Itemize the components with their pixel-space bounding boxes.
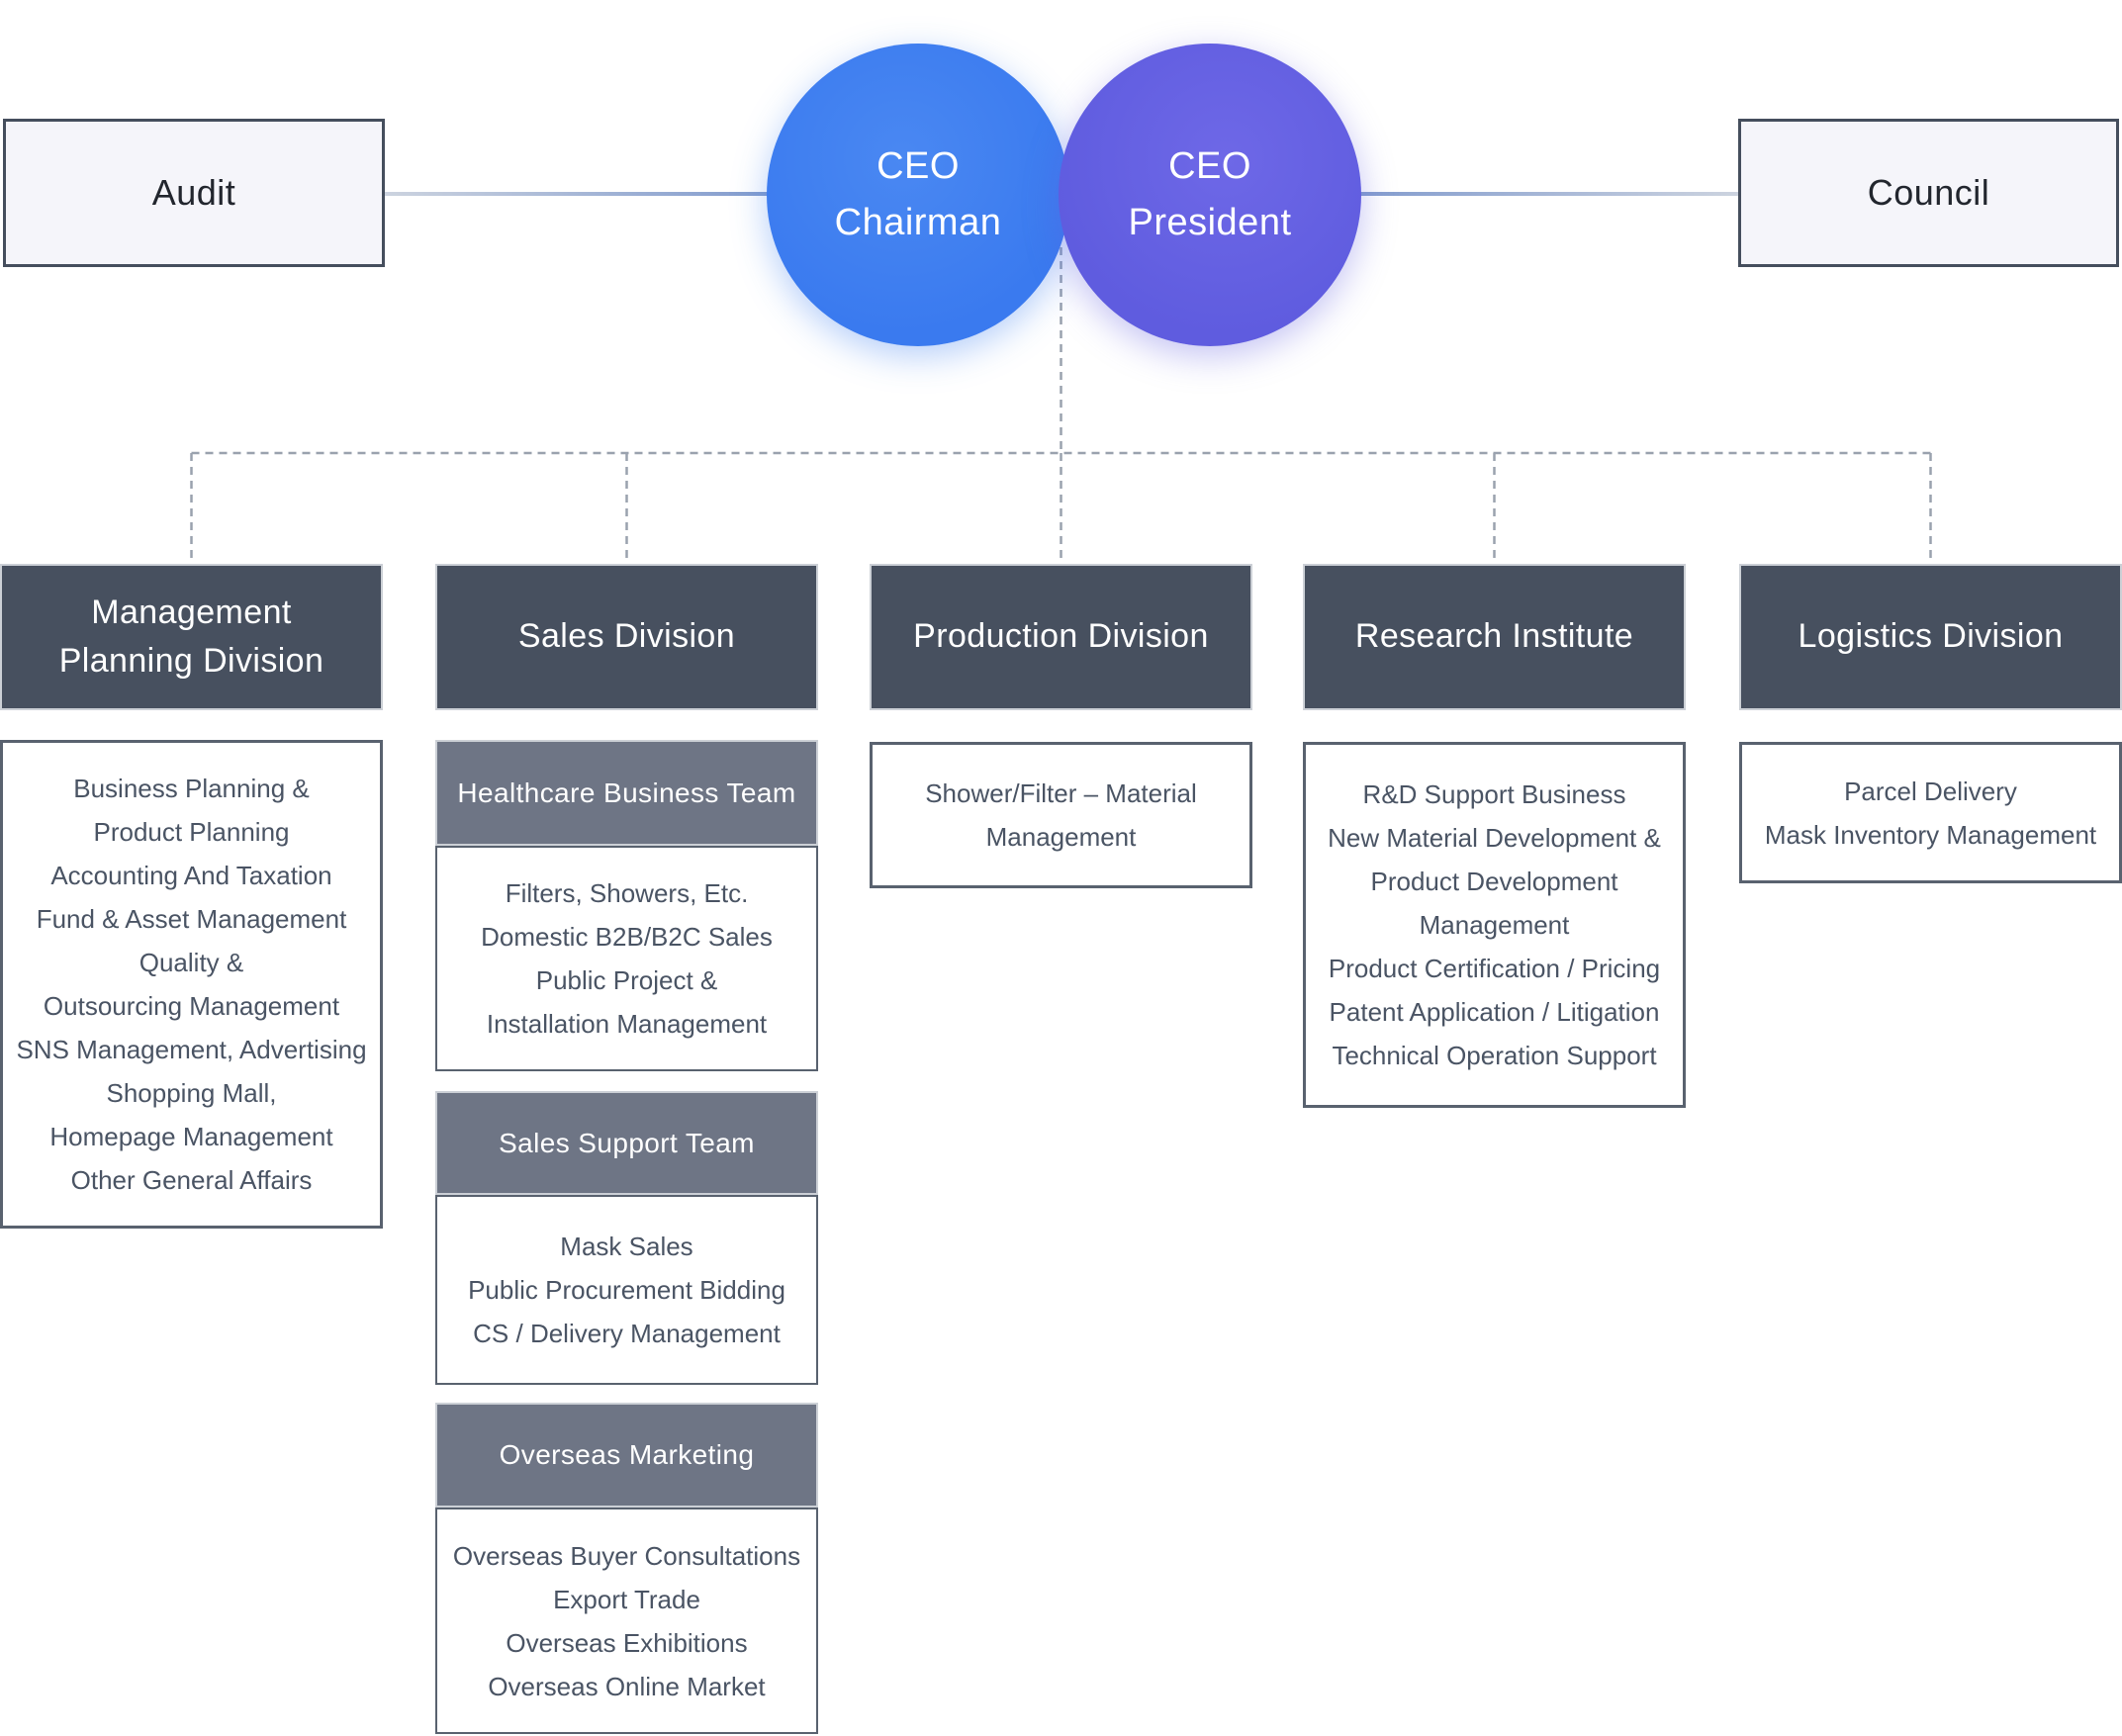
division-header-production: Production Division [870, 564, 1252, 710]
division-title: Management Planning Division [58, 593, 324, 680]
detail-line: Homepage Management [49, 1122, 333, 1151]
ceo-president-title: CEO [1168, 145, 1251, 187]
detail-line: Accounting And Taxation [50, 861, 332, 890]
detail-line: Business Planning & [73, 774, 310, 803]
team-detail-healthcare-business: Filters, Showers, Etc. Domestic B2B/B2C … [435, 846, 818, 1071]
team-title: Sales Support Team [499, 1127, 755, 1158]
division-detail-logistics: Parcel Delivery Mask Inventory Managemen… [1739, 742, 2122, 883]
detail-line: SNS Management, Advertising [16, 1035, 367, 1064]
ceo-president-subtitle: President [1128, 202, 1292, 243]
audit-box: Audit [3, 119, 385, 267]
division-header-management-planning: Management Planning Division [0, 564, 383, 710]
team-title: Overseas Marketing [499, 1439, 755, 1470]
division-title: Production Division [913, 617, 1209, 656]
ceo-president-circle: CEO President [1059, 44, 1361, 346]
detail-line: Product Development [1370, 867, 1618, 896]
detail-line: Product Planning [93, 817, 290, 847]
detail-line: Overseas Buyer Consultations [452, 1540, 801, 1571]
audit-label: Audit [151, 172, 236, 213]
detail-line: New Material Development & [1328, 823, 1661, 853]
division-detail-production: Shower/Filter – Material Management [870, 742, 1252, 888]
detail-line: Export Trade [553, 1584, 700, 1614]
detail-line: Installation Management [486, 1009, 768, 1039]
division-title: Logistics Division [1798, 617, 2064, 656]
ceo-chairman-circle: CEO Chairman [767, 44, 1069, 346]
division-header-sales: Sales Division [435, 564, 818, 710]
detail-line: Management [985, 822, 1137, 852]
detail-line: Outsourcing Management [43, 991, 340, 1021]
team-detail-sales-support: Mask Sales Public Procurement Bidding CS… [435, 1195, 818, 1385]
detail-line: Public Project & [535, 965, 718, 995]
council-label: Council [1867, 172, 1990, 213]
detail-line: Filters, Showers, Etc. [505, 878, 749, 908]
detail-line: Other General Affairs [70, 1165, 313, 1195]
detail-line: Fund & Asset Management [36, 904, 347, 934]
division-title: Research Institute [1354, 617, 1634, 656]
team-detail-overseas-marketing: Overseas Buyer Consultations Export Trad… [435, 1508, 818, 1734]
detail-line: Shower/Filter – Material [925, 778, 1197, 808]
detail-line: Patent Application / Litigation [1329, 997, 1660, 1027]
detail-line: CS / Delivery Management [473, 1319, 781, 1348]
detail-line: Shopping Mall, [106, 1078, 277, 1108]
division-header-research: Research Institute [1303, 564, 1686, 710]
team-header-healthcare-business: Healthcare Business Team [435, 740, 818, 846]
detail-line: Domestic B2B/B2C Sales [481, 922, 773, 952]
detail-line: Parcel Delivery [1844, 776, 2017, 806]
division-header-logistics: Logistics Division [1739, 564, 2122, 710]
division-detail-research: R&D Support Business New Material Develo… [1303, 742, 1686, 1108]
team-title: Healthcare Business Team [457, 777, 796, 808]
detail-line: R&D Support Business [1362, 779, 1626, 809]
team-header-sales-support: Sales Support Team [435, 1091, 818, 1195]
division-title: Sales Division [517, 617, 736, 656]
team-header-overseas-marketing: Overseas Marketing [435, 1403, 818, 1508]
detail-line: Public Procurement Bidding [468, 1275, 785, 1305]
council-box: Council [1738, 119, 2119, 267]
detail-line: Overseas Exhibitions [506, 1627, 748, 1658]
ceo-chairman-subtitle: Chairman [834, 202, 1002, 243]
detail-line: Quality & [138, 948, 244, 977]
detail-line: Management [1419, 910, 1570, 940]
ceo-chairman-title: CEO [876, 145, 960, 187]
detail-line: Overseas Online Market [488, 1671, 766, 1701]
detail-line: Product Certification / Pricing [1328, 954, 1661, 983]
detail-line: Technical Operation Support [1332, 1041, 1657, 1070]
detail-line: Mask Sales [560, 1232, 693, 1261]
detail-line: Mask Inventory Management [1764, 819, 2097, 850]
division-detail-management-planning: Business Planning & Product Planning Acc… [0, 740, 383, 1229]
